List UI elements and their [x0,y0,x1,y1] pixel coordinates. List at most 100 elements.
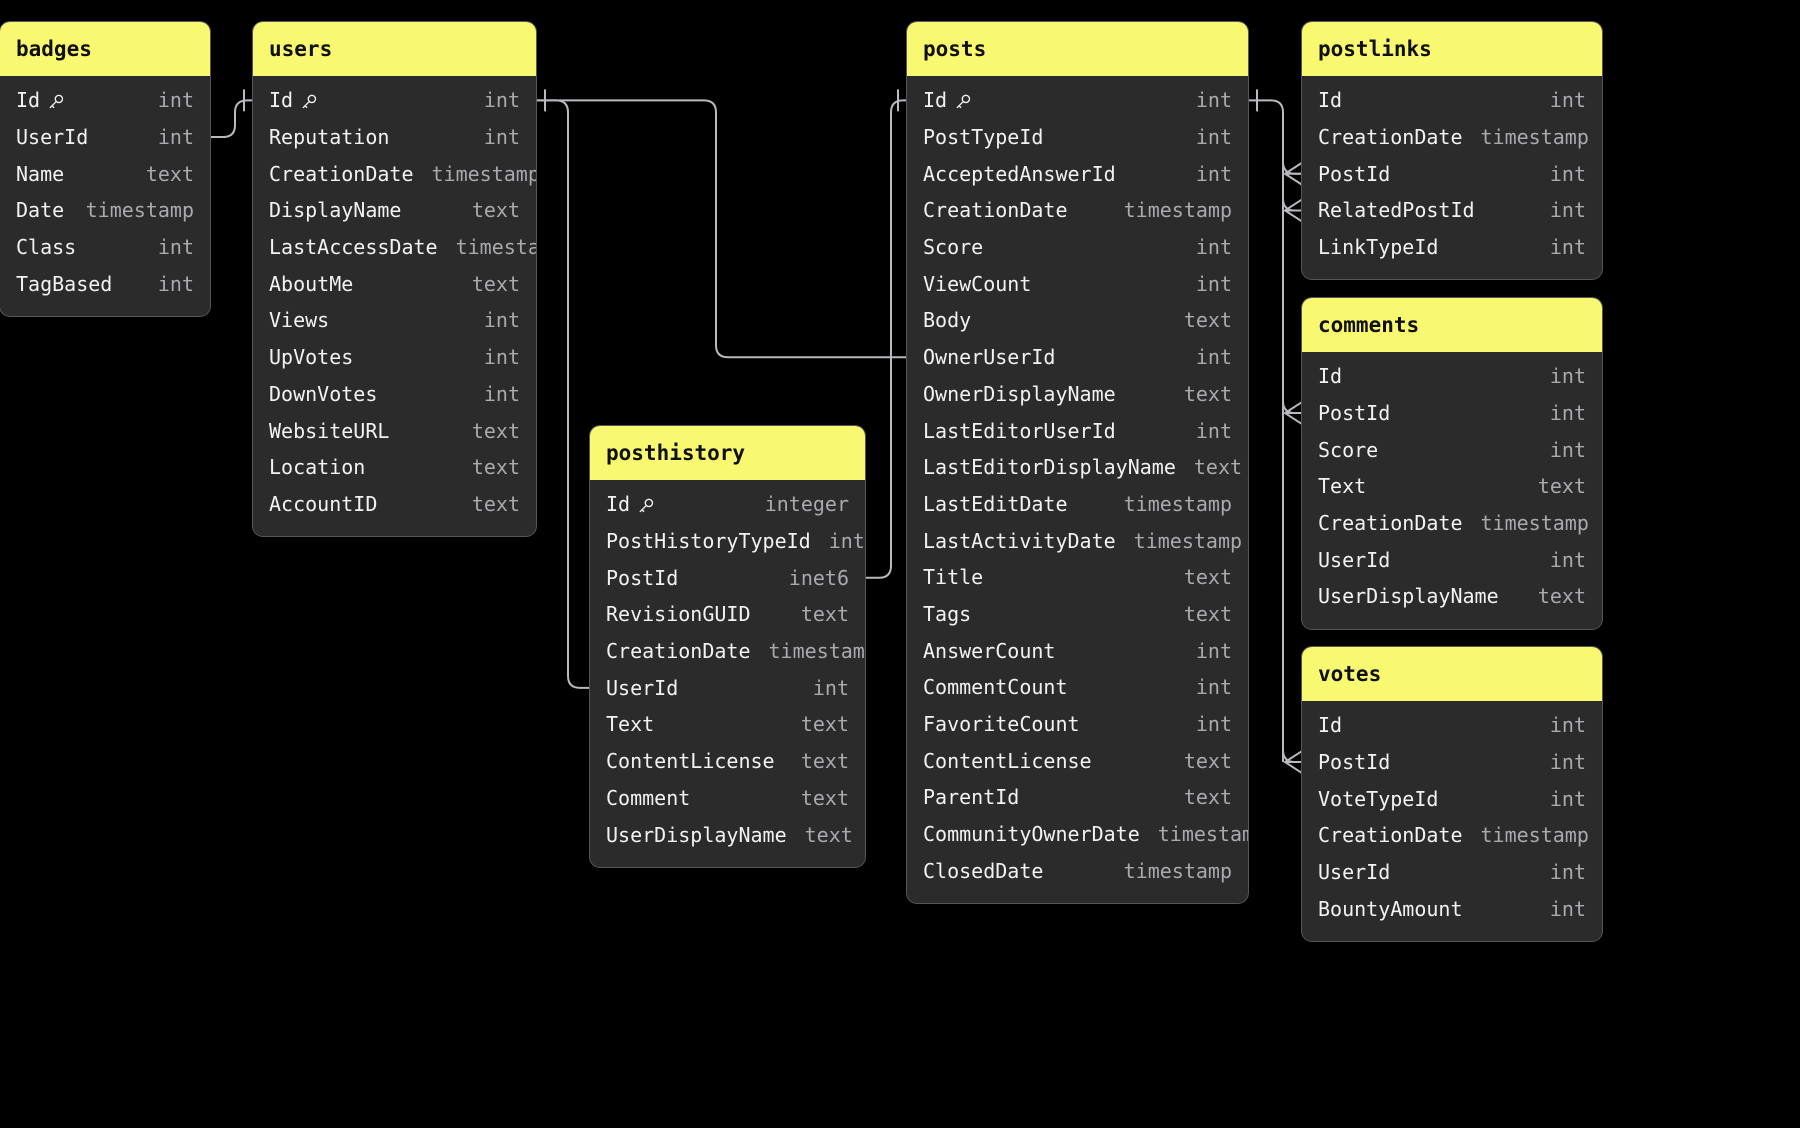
column-name: TagBased [16,271,113,296]
column-name: ContentLicense [606,749,775,774]
table-title-badges[interactable]: badges [0,22,210,76]
table-title-posts[interactable]: posts [907,22,1248,76]
column-row[interactable]: LastAccessDatetimestamp [253,229,536,266]
column-type: text [1193,455,1243,480]
column-name-wrap: AcceptedAnswerId [923,162,1116,186]
table-title-users[interactable]: users [253,22,536,76]
column-type: text [1183,785,1232,810]
column-name-wrap: Text [606,712,654,736]
column-row[interactable]: CommunityOwnerDatetimestamp [907,816,1248,853]
column-type: int [1549,161,1586,186]
column-name-wrap: TagBased [16,272,112,296]
column-name: CreationDate [1318,823,1463,848]
table-title-votes[interactable]: votes [1302,647,1602,701]
column-name-wrap: UserDisplayName [1318,584,1499,608]
table-title-posthistory[interactable]: posthistory [590,426,865,480]
column-name: LinkTypeId [1318,235,1439,260]
column-row[interactable]: Id int [907,82,1248,119]
column-name-wrap: Id [923,88,972,112]
column-type: int [1195,88,1232,113]
table-title-comments[interactable]: comments [1302,298,1602,352]
table-title-postlinks[interactable]: postlinks [1302,22,1602,76]
column-type: text [804,822,853,847]
column-type: int [1195,271,1232,296]
column-name: LastEditorUserId [923,418,1116,443]
edge-postlinks-postid [1282,161,1302,175]
